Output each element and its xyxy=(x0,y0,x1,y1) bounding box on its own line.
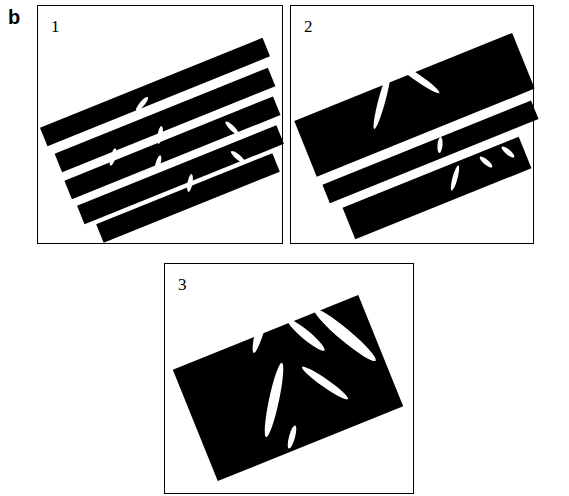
white-lens xyxy=(156,126,164,145)
panel-2-lenses xyxy=(371,60,516,191)
white-lens xyxy=(224,120,240,136)
white-lens xyxy=(311,305,380,366)
white-lens xyxy=(300,364,350,403)
white-lens xyxy=(285,316,328,354)
panel-2-bands xyxy=(294,33,538,239)
black-band xyxy=(343,137,532,240)
white-lens xyxy=(249,290,274,354)
figure-label: b xyxy=(8,6,20,28)
white-lens xyxy=(134,95,149,112)
black-band xyxy=(173,295,403,481)
panel-1-bands xyxy=(40,38,284,243)
white-lens xyxy=(153,155,162,174)
white-lens xyxy=(229,149,246,164)
white-lens xyxy=(449,165,461,191)
white-lens xyxy=(478,155,493,169)
panel-number: 1 xyxy=(48,16,63,39)
panel-3-block xyxy=(173,290,403,481)
panel-1-lenses xyxy=(108,95,246,192)
sample-panel: 2 xyxy=(290,5,534,244)
sample-panel: 3 xyxy=(164,263,414,494)
white-lens xyxy=(437,137,443,153)
white-lens xyxy=(186,174,194,193)
panel-number: 2 xyxy=(301,16,316,39)
white-lens xyxy=(108,148,117,167)
white-lens xyxy=(286,425,298,450)
white-lens xyxy=(261,362,287,438)
white-lens xyxy=(371,70,393,130)
panel-number: 3 xyxy=(175,274,190,297)
white-lens xyxy=(500,145,515,159)
black-band xyxy=(96,153,280,243)
white-lens xyxy=(395,60,442,96)
sample-panel: 1 xyxy=(37,5,283,244)
